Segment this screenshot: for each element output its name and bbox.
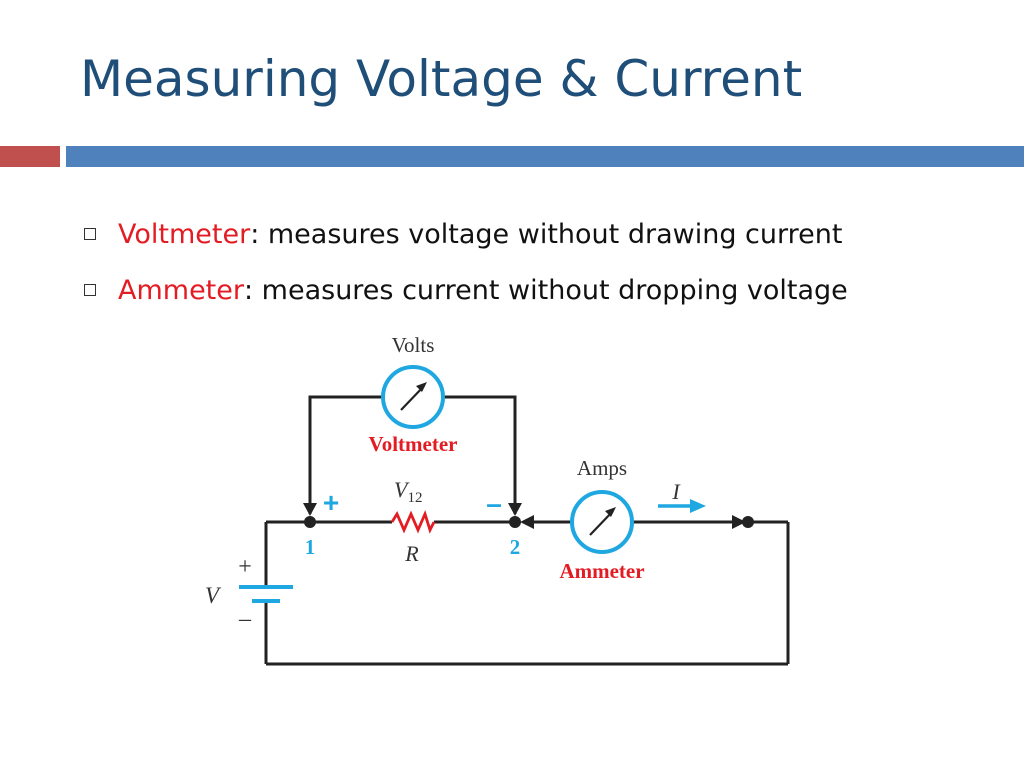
voltmeter-label: Voltmeter <box>368 432 457 456</box>
bullet-square-icon <box>84 284 96 296</box>
voltmeter-lead-arrow-left <box>303 503 317 516</box>
v12-label: V12 <box>394 477 422 506</box>
current-arrow-icon <box>658 499 706 513</box>
node-minus-label: – <box>486 488 502 519</box>
bullet-voltmeter: Voltmeter: measures voltage without draw… <box>82 206 848 262</box>
node-plus-label: + <box>323 487 339 518</box>
ammeter-lead-arrow-left <box>520 515 534 529</box>
ammeter-description: : measures current without dropping volt… <box>243 274 848 306</box>
circuit-wires <box>264 520 790 666</box>
node-1-label: 1 <box>305 535 316 559</box>
resistor-label: R <box>404 541 419 566</box>
ammeter-lead-arrow-right <box>732 515 746 529</box>
accent-bar-red <box>0 146 60 167</box>
voltmeter-term: Voltmeter <box>118 218 251 250</box>
source-voltage-label: V <box>205 583 222 608</box>
slide-title: Measuring Voltage & Current <box>80 50 803 108</box>
battery-symbol <box>239 585 293 603</box>
accent-bar-blue <box>66 146 1024 167</box>
resistor-symbol <box>390 510 436 534</box>
node-right-dot <box>742 516 754 528</box>
amps-label: Amps <box>577 456 627 480</box>
voltmeter-lead-arrow-right <box>508 503 522 516</box>
voltmeter-meter-icon <box>381 365 445 429</box>
ammeter-label: Ammeter <box>559 559 644 583</box>
ammeter-meter-icon <box>570 490 634 554</box>
bullet-ammeter: Ammeter: measures current without droppi… <box>82 262 848 318</box>
voltmeter-leads <box>308 395 517 514</box>
node-2-label: 2 <box>510 535 521 559</box>
ammeter-term: Ammeter <box>118 274 244 306</box>
voltmeter-description: : measures voltage without drawing curre… <box>250 218 843 250</box>
node-2-dot <box>509 516 521 528</box>
volts-label: Volts <box>392 333 435 357</box>
bullet-list: Voltmeter: measures voltage without draw… <box>82 206 848 318</box>
source-minus-label: – <box>238 606 252 632</box>
node-1-dot <box>304 516 316 528</box>
current-label: I <box>671 479 681 504</box>
source-plus-label: + <box>238 554 252 580</box>
bullet-square-icon <box>84 228 96 240</box>
